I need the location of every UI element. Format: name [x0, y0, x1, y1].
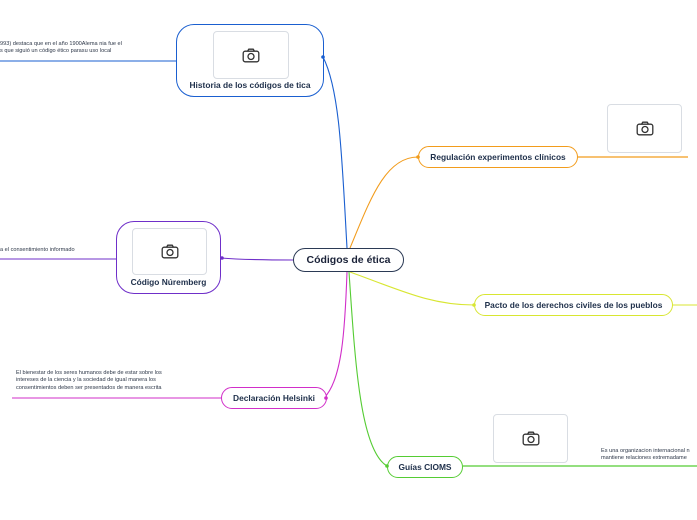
topic-label-nuremberg: Código Núremberg: [130, 277, 207, 287]
topic-helsinki[interactable]: Declaración Helsinki: [221, 387, 327, 409]
note-historia-line-1: 993) destaca que en el año 1900Alema nia…: [0, 41, 122, 47]
camera-icon: [242, 48, 260, 62]
camera-icon: [161, 244, 178, 259]
note-helsinki-line-2: intereses de la ciencia y la sociedad de…: [16, 377, 156, 384]
note-helsinki: El bienestar de los seres humanos debe d…: [16, 370, 162, 392]
connector-historia: [322, 56, 348, 249]
note-nuremberg-line-1: a el consentimiento informado: [0, 247, 75, 253]
connector-helsinki: [323, 271, 348, 399]
topic-image-historia: [213, 31, 289, 79]
topic-image-cioms: [493, 414, 568, 463]
topic-cioms[interactable]: Guías CIOMS: [387, 456, 463, 478]
note-helsinki-line-3: consentimientos deben ser presentados de…: [16, 384, 162, 391]
connector-nuremberg: [220, 257, 294, 261]
note-cioms: Es una organizacion internacional n mant…: [601, 448, 690, 463]
topic-regulacion[interactable]: Regulación experimentos clínicos: [418, 146, 578, 168]
connector-regulacion: [349, 156, 419, 249]
connector-pacto: [349, 271, 475, 306]
topic-historia[interactable]: Historia de los códigos de tica: [176, 24, 324, 97]
central-topic[interactable]: Códigos de ética: [293, 248, 404, 272]
topic-pacto[interactable]: Pacto de los derechos civiles de los pue…: [474, 294, 673, 316]
camera-icon: [636, 121, 653, 136]
connector-cioms: [348, 271, 388, 467]
topic-label-historia: Historia de los códigos de tica: [189, 80, 311, 90]
note-cioms-line-2: mantiene relaciones extremadame: [601, 455, 687, 462]
topic-image-nuremberg: [132, 228, 207, 275]
note-historia-line-2: s que siguió un código ético parasu uso …: [0, 48, 112, 55]
topic-image-regulacion: [607, 104, 682, 153]
note-nuremberg: a el consentimiento informado: [0, 247, 75, 254]
camera-icon: [522, 431, 539, 446]
note-helsinki-line-1: El bienestar de los seres humanos debe d…: [16, 370, 162, 376]
note-cioms-line-1: Es una organizacion internacional n: [601, 448, 690, 454]
note-historia: 993) destaca que en el año 1900Alema nia…: [0, 41, 122, 56]
topic-nuremberg[interactable]: Código Núremberg: [116, 221, 221, 294]
